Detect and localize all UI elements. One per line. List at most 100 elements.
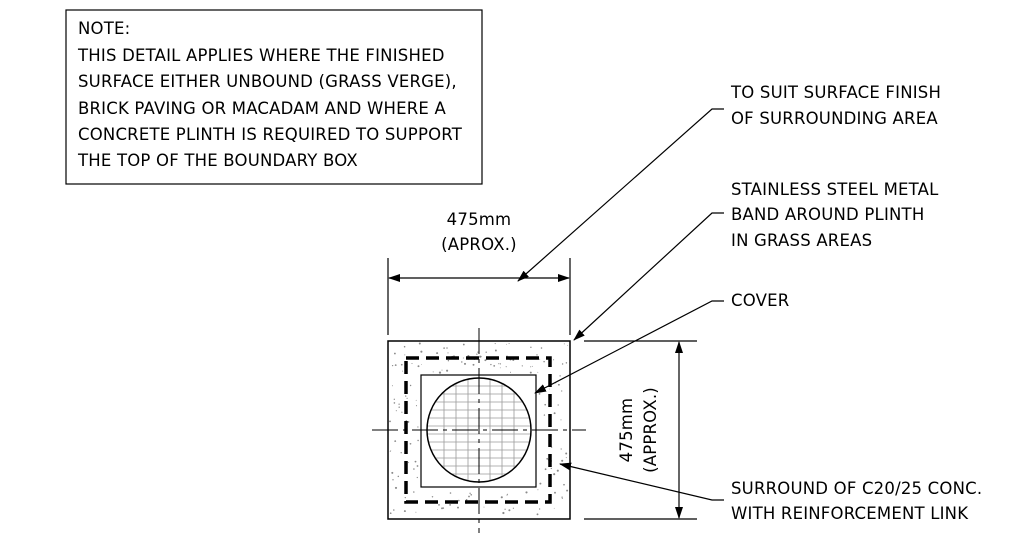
concrete-speck	[509, 371, 512, 373]
concrete-speck	[500, 496, 503, 499]
concrete-speck	[447, 352, 449, 354]
concrete-speck	[565, 362, 568, 364]
concrete-speck	[521, 365, 523, 367]
concrete-speck	[536, 354, 538, 356]
concrete-speck	[391, 385, 393, 387]
concrete-speck	[417, 426, 419, 428]
concrete-speck	[472, 363, 475, 366]
callout-metal-band: STAINLESS STEEL METAL BAND AROUND PLINTH…	[731, 180, 939, 250]
callout-metal-band-line-3: IN GRASS AREAS	[731, 231, 872, 250]
leaders	[517, 108, 724, 501]
note-line-5: THE TOP OF THE BOUNDARY BOX	[77, 151, 358, 170]
concrete-speck	[538, 508, 541, 510]
concrete-speck	[468, 495, 470, 498]
concrete-speck	[389, 512, 392, 515]
note-heading: NOTE:	[78, 19, 130, 38]
concrete-speck	[539, 358, 541, 360]
callout-surround: SURROUND OF C20/25 CONC. WITH REINFORCEM…	[731, 479, 982, 523]
concrete-speck	[392, 479, 394, 481]
concrete-speck	[525, 491, 528, 494]
concrete-speck	[402, 370, 404, 372]
concrete-speck	[470, 493, 473, 496]
concrete-speck	[549, 388, 550, 390]
concrete-speck	[393, 398, 395, 400]
callout-surface-finish: TO SUIT SURFACE FINISH OF SURROUNDING AR…	[730, 83, 941, 128]
concrete-speck	[499, 367, 501, 369]
concrete-speck	[418, 342, 421, 345]
concrete-speck	[394, 486, 398, 489]
concrete-speck	[506, 493, 509, 495]
callout-cover-line-1: COVER	[731, 291, 789, 310]
leader-surround	[559, 462, 724, 501]
concrete-speck	[462, 357, 464, 359]
concrete-speck	[530, 366, 532, 368]
concrete-speck	[461, 361, 463, 363]
concrete-speck	[543, 360, 545, 363]
concrete-speck	[531, 365, 533, 367]
concrete-speck	[504, 508, 506, 510]
concrete-speck	[400, 452, 402, 454]
concrete-speck	[561, 497, 563, 500]
concrete-speck	[553, 507, 555, 509]
concrete-speck	[563, 343, 565, 345]
concrete-speck	[539, 482, 542, 485]
concrete-speck	[477, 351, 479, 353]
concrete-speck	[537, 489, 539, 491]
callout-metal-band-line-1: STAINLESS STEEL METAL	[731, 180, 939, 199]
concrete-speck	[493, 365, 496, 367]
concrete-speck	[394, 364, 397, 367]
concrete-speck	[398, 403, 400, 405]
concrete-speck	[559, 375, 561, 377]
concrete-speck	[457, 499, 460, 502]
concrete-speck	[416, 465, 419, 467]
concrete-speck	[546, 457, 549, 460]
concrete-speck	[397, 475, 400, 478]
width-dimension-value: 475mm	[447, 210, 512, 229]
concrete-speck	[560, 419, 562, 421]
concrete-speck	[403, 345, 406, 348]
concrete-speck	[553, 412, 556, 415]
concrete-speck	[413, 491, 415, 493]
concrete-speck	[494, 349, 497, 352]
concrete-speck	[508, 509, 511, 512]
note-line-1: THIS DETAIL APPLIES WHERE THE FINISHED	[77, 46, 445, 65]
concrete-speck	[483, 506, 485, 508]
concrete-speck	[446, 347, 448, 349]
concrete-speck	[405, 395, 407, 397]
concrete-speck	[553, 473, 556, 476]
concrete-speck	[411, 362, 413, 365]
concrete-speck	[417, 365, 420, 368]
concrete-speck	[409, 384, 412, 387]
concrete-speck	[550, 467, 552, 470]
concrete-speck	[408, 462, 410, 464]
concrete-speck	[556, 469, 559, 472]
concrete-speck	[449, 492, 452, 494]
callout-surround-line-1: SURROUND OF C20/25 CONC.	[731, 479, 982, 498]
concrete-speck	[544, 468, 547, 471]
height-dimension: 475mm (APPROX.)	[584, 340, 697, 520]
callout-surface-finish-line-2: OF SURROUNDING AREA	[731, 109, 938, 128]
concrete-speck	[446, 369, 449, 372]
concrete-speck	[437, 509, 438, 510]
concrete-speck	[390, 450, 392, 452]
concrete-speck	[463, 362, 467, 365]
concrete-speck	[512, 507, 515, 509]
concrete-speck	[479, 355, 482, 358]
concrete-speck	[536, 513, 539, 516]
concrete-speck	[447, 360, 450, 362]
leader-surface-finish	[517, 108, 724, 282]
concrete-speck	[404, 496, 406, 499]
concrete-speck	[561, 390, 563, 392]
concrete-speck	[561, 363, 564, 365]
concrete-speck	[543, 414, 546, 416]
concrete-speck	[490, 363, 492, 366]
concrete-speck	[565, 457, 567, 459]
concrete-speck	[398, 406, 400, 408]
concrete-speck	[462, 343, 465, 346]
note-line-4: CONCRETE PLINTH IS REQUIRED TO SUPPORT	[78, 125, 463, 144]
concrete-speck	[395, 410, 397, 412]
concrete-speck	[484, 359, 487, 362]
concrete-speck	[393, 509, 395, 511]
concrete-speck	[557, 404, 559, 406]
